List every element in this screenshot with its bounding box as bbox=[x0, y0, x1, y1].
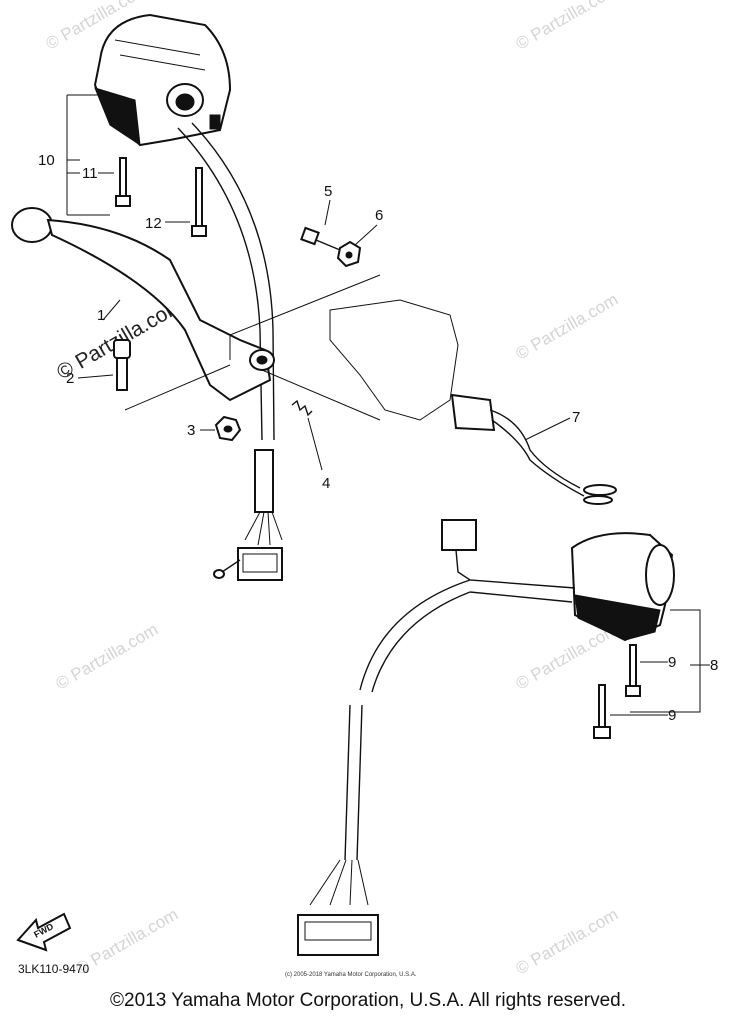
leader-lines bbox=[66, 94, 710, 716]
callout-2: 2 bbox=[66, 370, 74, 387]
spring-4 bbox=[291, 399, 313, 417]
small-copyright: (c) 2005-2018 Yamaha Motor Corporation, … bbox=[285, 972, 417, 978]
nut-3 bbox=[214, 415, 242, 442]
bolt-2 bbox=[113, 339, 131, 391]
watermark: © Partzilla.com bbox=[53, 620, 162, 694]
right-switch-wire bbox=[297, 519, 576, 956]
left-handlebar-switch bbox=[93, 13, 232, 147]
callout-11: 11 bbox=[82, 165, 98, 182]
screws-11-12 bbox=[115, 157, 207, 237]
callout-6: 6 bbox=[375, 207, 383, 224]
callout-5: 5 bbox=[324, 183, 332, 200]
screws-9 bbox=[593, 644, 641, 739]
clutch-switch-7 bbox=[450, 393, 617, 505]
bolt-5-nut-6 bbox=[300, 226, 362, 268]
callout-9: 9 bbox=[668, 707, 676, 724]
callout-9: 9 bbox=[668, 654, 676, 671]
callout-3: 3 bbox=[187, 422, 195, 439]
lever-holder bbox=[124, 274, 459, 421]
callouts: 1 2 3 4 5 6 7 8 9 9 10 11 12 bbox=[38, 152, 718, 724]
watermark: © Partzilla.com bbox=[513, 0, 622, 53]
callout-12: 12 bbox=[145, 215, 162, 232]
part-code: 3LK110-9470 bbox=[18, 962, 90, 976]
right-handlebar-switch bbox=[570, 532, 675, 642]
callout-8: 8 bbox=[710, 657, 718, 674]
watermark: © Partzilla.com bbox=[513, 905, 622, 979]
watermark: © Partzilla.com bbox=[513, 290, 622, 364]
left-switch-wire bbox=[177, 122, 283, 581]
footer-copyright: ©2013 Yamaha Motor Corporation, U.S.A. A… bbox=[110, 990, 626, 1011]
callout-1: 1 bbox=[97, 307, 105, 324]
fwd-arrow: FWD bbox=[16, 912, 72, 952]
callout-10: 10 bbox=[38, 152, 55, 169]
watermarks: © Partzilla.com © Partzilla.com © Partzi… bbox=[43, 0, 622, 978]
callout-4: 4 bbox=[322, 475, 330, 492]
clutch-lever bbox=[11, 207, 275, 402]
callout-7: 7 bbox=[572, 409, 580, 426]
